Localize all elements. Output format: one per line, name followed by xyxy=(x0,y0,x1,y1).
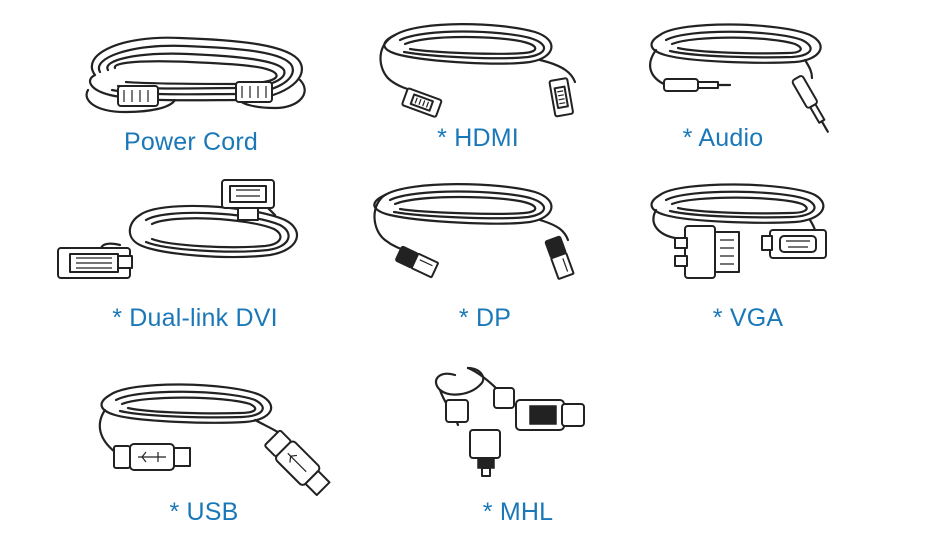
dvi-label: * Dual-link DVI xyxy=(112,304,278,332)
hdmi-label: * HDMI xyxy=(437,124,519,152)
usb-label: * USB xyxy=(169,498,239,526)
vga-label: * VGA xyxy=(712,304,784,332)
power-cord-label: Power Cord xyxy=(124,128,258,156)
dp-label: * DP xyxy=(458,304,512,332)
audio-label: * Audio xyxy=(682,124,764,152)
mhl-label: * MHL xyxy=(482,498,554,526)
